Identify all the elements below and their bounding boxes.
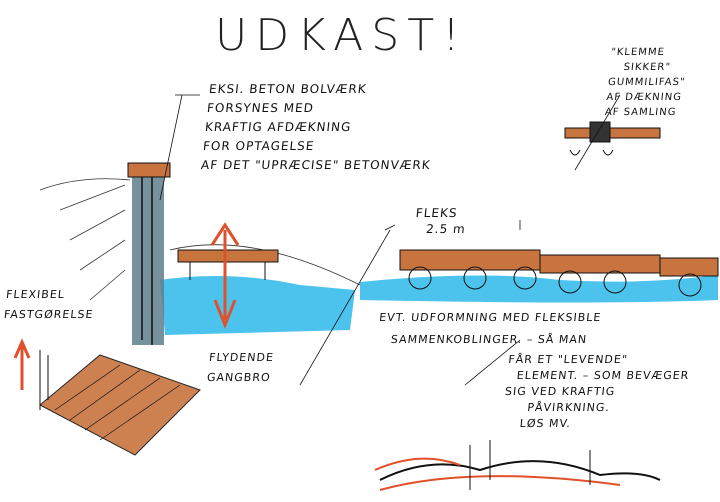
page-title: UDKAST! (215, 10, 468, 61)
note-line: LØS MV. (519, 417, 572, 430)
note-line: FORSYNES MED (206, 101, 315, 115)
note-line: AF DÆKNING (605, 92, 683, 103)
note-line: FLEXIBEL (5, 288, 66, 301)
note-living: FÅR ET "LEVENDE" ELEMENT. – SOM BEVÆGER … (501, 352, 692, 432)
people-sketch (374, 440, 661, 491)
water-right (360, 275, 718, 303)
note-line: FASTGØRELSE (3, 308, 95, 321)
water-left (160, 276, 355, 335)
note-clamp: "KLEMME SIKKER" GUMMILIFAS" AF DÆKNING A… (604, 45, 689, 120)
note-line: GANGBRO (206, 371, 272, 384)
note-flexible-design: EVT. UDFORMNING MED FLEKSIBLE SAMMENKOBL… (376, 307, 603, 351)
note-line: FLYDENDE (208, 351, 275, 364)
note-line: SAMMENKOBLINGER. – SÅ MAN (390, 333, 588, 346)
note-line: FOR OPTAGELSE (202, 139, 316, 153)
note-line: EVT. UDFORMNING MED FLEKSIBLE (378, 311, 603, 324)
note-walkway: FLYDENDE GANGBRO (206, 348, 275, 388)
floating-dock (177, 249, 279, 280)
note-line: SIG VED KRAFTIG (504, 385, 616, 398)
note-line: 2.5 m (425, 222, 467, 236)
note-line: "KLEMME (610, 47, 666, 58)
note-line: KRAFTIG AFDÆKNING (204, 120, 353, 134)
note-line: FÅR ET "LEVENDE" (507, 353, 629, 366)
note-line: AF DET "UPRÆCISE" BETONVÆRK (200, 158, 432, 172)
note-line: SIKKER" (622, 62, 672, 73)
clamp-detail (564, 94, 661, 171)
note-line: GUMMILIFAS" (607, 77, 686, 88)
note-fastening: FLEXIBEL FASTGØRELSE (3, 285, 97, 325)
note-line: PÅVIRKNING. (526, 401, 611, 414)
note-flex: FLEKS 2.5 m (413, 205, 468, 237)
movement-arrow-icon (13, 222, 240, 390)
note-line: EKSI. BETON BOLVÆRK (208, 82, 368, 96)
note-existing-wall: EKSI. BETON BOLVÆRK FORSYNES MED KRAFTIG… (200, 80, 440, 175)
gangway (39, 350, 201, 456)
note-line: FLEKS (415, 206, 459, 220)
note-line: AF SAMLING (604, 107, 677, 118)
concrete-wall (132, 175, 164, 345)
pontoon-row (399, 249, 719, 297)
note-line: ELEMENT. – SOM BEVÆGER (516, 369, 691, 382)
wall-cap (127, 162, 171, 178)
